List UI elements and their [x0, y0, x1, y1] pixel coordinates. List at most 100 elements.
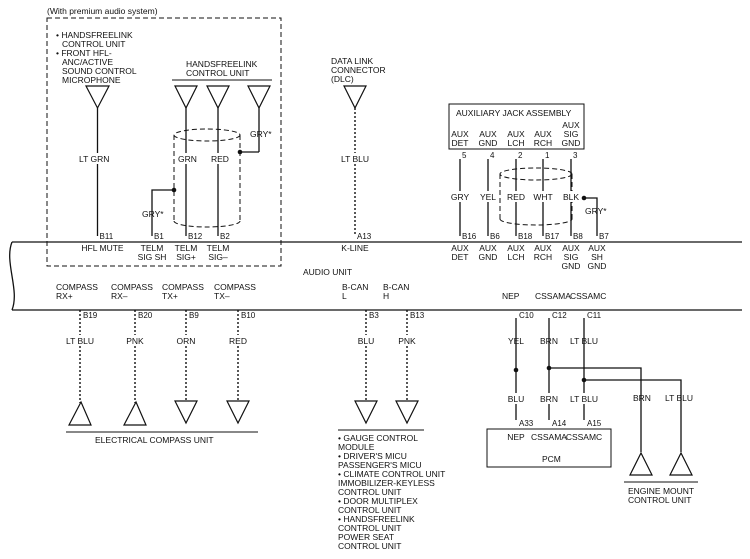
can-unit-item: PASSENGER'S MICU [338, 460, 422, 470]
wire-label-bg [532, 191, 554, 202]
can-unit-item: POWER SEAT [338, 532, 394, 542]
wire-engine-brn: BRN [633, 393, 651, 403]
wire-label-bg [500, 393, 532, 404]
audio-pin-number: C11 [587, 311, 602, 320]
audio-pin-name: GND [588, 261, 607, 271]
aux-pin-name: AUX [507, 129, 525, 139]
aux-pin-number: 5 [462, 151, 467, 160]
wire-hfl-gry-top: GRY* [250, 129, 272, 139]
audio-pin-number: B12 [188, 232, 203, 241]
audio-pin-name: SIG+ [176, 252, 196, 262]
wire-label-bg [119, 335, 151, 346]
audio-pin-number: B8 [573, 232, 583, 241]
dlc-connector-icon [343, 85, 367, 110]
aux-pin-name: AUX [562, 120, 580, 130]
audio-pin-number: C10 [519, 311, 534, 320]
can-unit-item: IMMOBILIZER-KEYLESS [338, 478, 435, 488]
can-unit-item: • HANDSFREELINK [338, 514, 415, 524]
pcm-pin-number: A33 [519, 419, 534, 428]
aux-pin-name: AUX [451, 129, 469, 139]
compass-connector-icon-3 [174, 400, 198, 425]
pcm-pin-name: CSSAMC [566, 432, 602, 442]
wire-dlc: LT BLU [341, 154, 369, 164]
audio-pin-number: B10 [241, 311, 256, 320]
wire-label-bg [64, 335, 96, 346]
can-unit-item: CONTROL UNIT [338, 541, 401, 551]
svg-text:CONTROL UNIT: CONTROL UNIT [62, 39, 125, 49]
wire-engine-ltblu: LT BLU [665, 393, 693, 403]
svg-text:DATA LINK: DATA LINK [331, 56, 374, 66]
wire-bottom-color: BLU [358, 336, 375, 346]
aux-pin-number: 1 [545, 151, 550, 160]
wire-hfl-red: RED [211, 154, 229, 164]
wire-label-bg [449, 191, 471, 202]
wire-label-bg [505, 191, 527, 202]
svg-text:ANC/ACTIVE: ANC/ACTIVE [62, 57, 113, 67]
audio-pin-number: B9 [189, 311, 199, 320]
wire-pcm-color: LT BLU [570, 394, 598, 404]
aux-pin-name: AUX [534, 129, 552, 139]
audio-pin-name: COMPASS [214, 282, 256, 292]
audio-pin-name: SIG SH [138, 252, 167, 262]
audio-pin-name: SIG– [208, 252, 228, 262]
aux-pin-number: 2 [518, 151, 523, 160]
aux-pin-name: GND [479, 138, 498, 148]
can-unit-item: • DRIVER'S MICU [338, 451, 407, 461]
audio-pin-name: AUX [588, 243, 606, 253]
wire-aux-color: RED [507, 192, 525, 202]
can-connector-icon-l [354, 400, 378, 425]
wire-label-bg [568, 393, 600, 404]
audio-pin-name: TX– [214, 291, 230, 301]
wire-bottom-color: RED [229, 336, 247, 346]
can-connector-icon-h [395, 400, 419, 425]
audio-pin-name: B-CAN [383, 282, 409, 292]
engine-mount-label-2: CONTROL UNIT [628, 495, 691, 505]
audio-pin-name: AUX [562, 243, 580, 253]
pcm-wire-labels: BLU BRN LT BLU [500, 393, 600, 404]
can-unit-item: • CLIMATE CONTROL UNIT [338, 469, 445, 479]
wire-label-bg [533, 393, 565, 404]
audio-pin-name: DET [452, 252, 469, 262]
wire-label-bg [170, 335, 202, 346]
hfl-connector-icon-b [206, 85, 230, 110]
audio-pin-name: NEP [502, 291, 520, 301]
wire-pcm-color: BLU [508, 394, 525, 404]
wire-pcm-color: BRN [540, 394, 558, 404]
aux-pin-name: LCH [507, 138, 524, 148]
svg-text:CONTROL UNIT: CONTROL UNIT [186, 68, 249, 78]
compass-connector-icon-1 [68, 400, 92, 426]
audio-pin-number: B1 [154, 232, 164, 241]
audio-pin-number: A13 [357, 232, 372, 241]
svg-text:HANDSFREELINK: HANDSFREELINK [186, 59, 258, 69]
wire-aux-gry: GRY* [585, 206, 607, 216]
audio-pin-name: TELM [141, 243, 164, 253]
can-unit-item: • DOOR MULTIPLEX [338, 496, 418, 506]
engine-mount-connector-icon-1 [629, 451, 653, 476]
audio-pin-name: L [342, 291, 347, 301]
audio-pin-name: RX– [111, 291, 128, 301]
audio-pin-name: COMPASS [56, 282, 98, 292]
aux-assembly-label: AUXILIARY JACK ASSEMBLY [456, 108, 572, 118]
audio-pin-number: B3 [369, 311, 379, 320]
aux-pin-name: AUX [479, 129, 497, 139]
audio-pin-name: AUX [507, 243, 525, 253]
audio-pin-name: GND [479, 252, 498, 262]
aux-pin-name: RCH [534, 138, 552, 148]
audio-pin-name: H [383, 291, 389, 301]
wire-bottom-color: ORN [177, 336, 196, 346]
audio-pin-name: K-LINE [341, 243, 369, 253]
hfl-connector-icon-a [174, 85, 198, 110]
audio-pin-name: CSSAMA [535, 291, 571, 301]
wire-aux-color: YEL [480, 192, 496, 202]
audio-pin-number: B11 [100, 232, 114, 241]
svg-text:CONNECTOR: CONNECTOR [331, 65, 386, 75]
audio-pin-name: SH [591, 252, 603, 262]
audio-pin-name: COMPASS [111, 282, 153, 292]
audio-pin-name: HFL MUTE [81, 243, 124, 253]
audio-pin-name: RCH [534, 252, 552, 262]
